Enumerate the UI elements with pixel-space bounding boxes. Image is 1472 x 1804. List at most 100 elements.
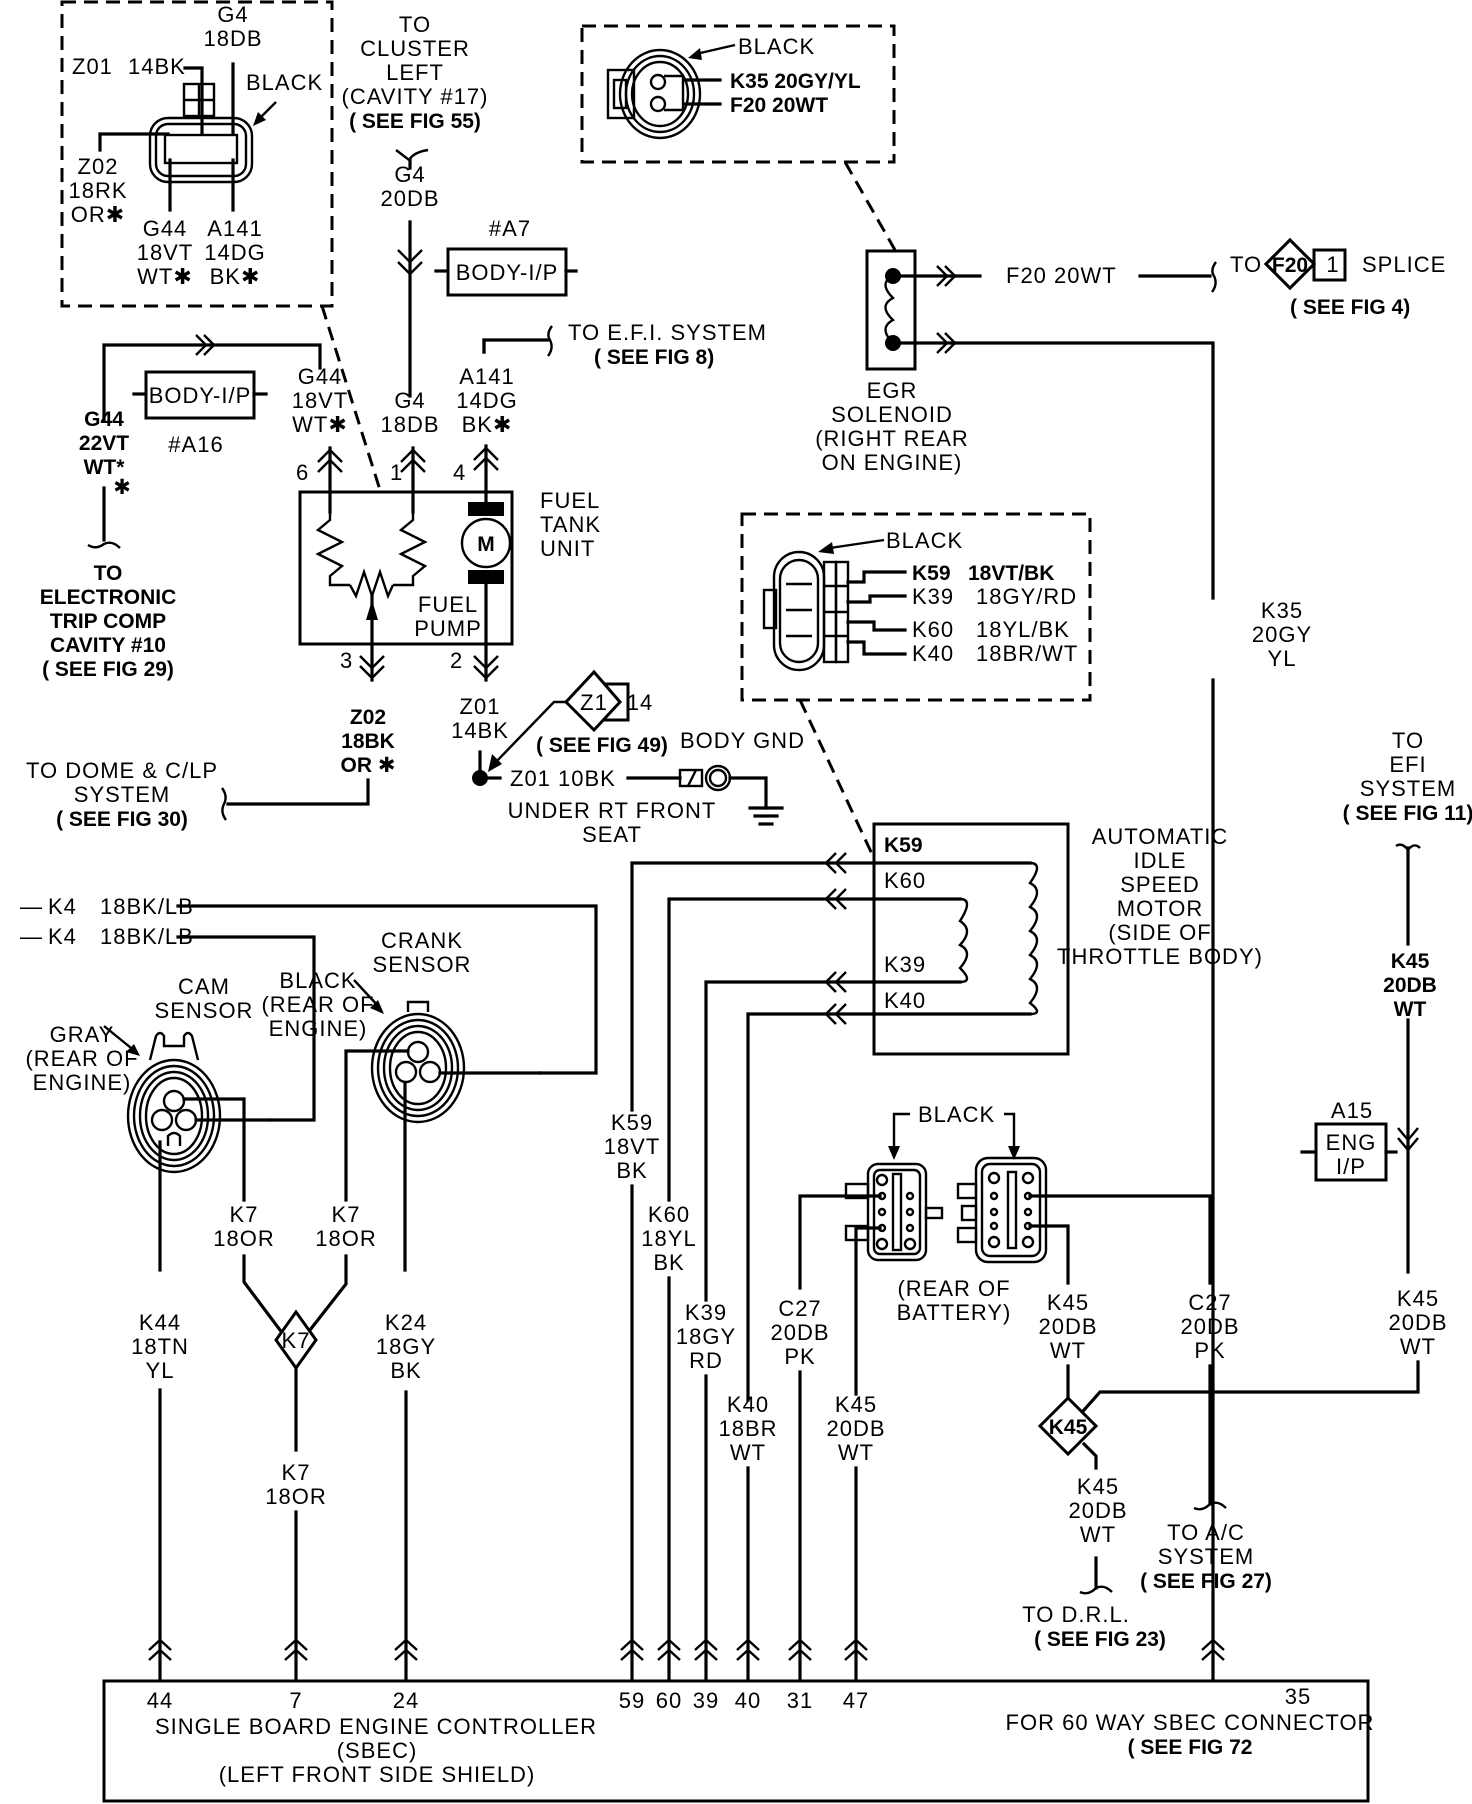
coil-icon — [958, 897, 969, 984]
c27-gauge: 20DB — [1180, 1314, 1239, 1339]
g4-gauge: 18DB — [380, 412, 439, 437]
efi-see-fig[interactable]: ( SEE FIG 11) — [1343, 802, 1472, 825]
k4-label: — — [20, 924, 43, 949]
k45-circuit: K45 — [1397, 1286, 1439, 1311]
k45-gauge: 20DB — [1388, 1310, 1447, 1335]
fuel-tank-unit[interactable]: 6 1 4 M FUEL PUMP FUEL TANK UNIT 3 2 — [296, 444, 601, 682]
ground-location: UNDER RT FRONT — [508, 798, 717, 823]
idle-motor-box[interactable] — [872, 822, 1070, 1056]
idle-motor-label: (SIDE OF — [1108, 920, 1211, 945]
g44-circuit: G44 — [143, 216, 188, 241]
k7-circuit: K7 — [332, 1202, 361, 1227]
fuel-pump-label: FUEL — [418, 592, 478, 617]
pin-3: 3 — [340, 648, 353, 673]
coil-icon — [884, 274, 896, 344]
arrow-head — [818, 542, 834, 554]
k24-circuit: K24 — [385, 1310, 427, 1335]
g44-circuit: G44 — [84, 408, 124, 431]
c27-circuit: C27 — [1188, 1290, 1231, 1315]
body-ip-box[interactable] — [144, 370, 256, 420]
egr-label: (RIGHT REAR — [815, 426, 969, 451]
g44-color: WT* — [84, 456, 126, 479]
k45-gauge: 20DB — [1038, 1314, 1097, 1339]
dome-reference[interactable]: TO DOME & C/LP SYSTEM ( SEE FIG 30) — [26, 758, 218, 831]
k35-color: YL — [1268, 646, 1297, 671]
efi-right-reference[interactable]: TO EFI SYSTEM ( SEE FIG 11) — [1343, 728, 1472, 825]
idle-motor-label: SPEED — [1120, 872, 1200, 897]
crank-sensor[interactable]: CRANK SENSOR BLACK (REAR OF ENGINE) — [261, 928, 471, 1124]
idle-pin-circuit: K60 — [912, 617, 954, 642]
fuel-tank-box[interactable] — [298, 490, 514, 646]
cluster-reference[interactable]: TO CLUSTER LEFT (CAVITY #17) ( SEE FIG 5… — [342, 12, 489, 211]
sbec-connector-label: FOR 60 WAY SBEC CONNECTOR — [1006, 1710, 1375, 1735]
splice-id: F20 — [1272, 254, 1308, 277]
sbec-pin: 24 — [393, 1688, 419, 1713]
sbec-pin: 44 — [147, 1688, 173, 1713]
housing-color: BLACK — [886, 528, 963, 553]
idle-motor-label: AUTOMATIC — [1092, 824, 1229, 849]
efi-line: EFI — [1389, 752, 1426, 777]
body-ip-a16[interactable]: BODY-I/P #A16 — [132, 370, 268, 457]
arrow-head — [370, 1000, 384, 1014]
sbec-pin: 40 — [735, 1688, 761, 1713]
k59-color: BK — [616, 1158, 647, 1183]
trip-comp-reference[interactable]: TO ELECTRONIC TRIP COMP CAVITY #10 ( SEE… — [40, 562, 177, 681]
body-ip-label: BODY-I/P — [456, 260, 559, 285]
egr-solenoid[interactable]: EGR SOLENOID (RIGHT REAR ON ENGINE) — [815, 249, 969, 475]
sbec-pin: 60 — [656, 1688, 682, 1713]
g44-color: WT✱ — [137, 264, 193, 289]
cam-label: CAM — [178, 974, 230, 999]
g44-color: WT✱ — [292, 412, 348, 437]
sbec-pin: 7 — [289, 1688, 302, 1713]
arrow-head — [688, 48, 702, 60]
k60-color: BK — [653, 1250, 684, 1275]
k45-gauge: 20DB — [826, 1416, 885, 1441]
eng-ip-box[interactable] — [1314, 1122, 1388, 1182]
efi-see-fig[interactable]: ( SEE FIG 8) — [594, 346, 714, 369]
ac-line: TO A/C — [1167, 1520, 1245, 1545]
idle-speed-motor[interactable]: K59 K60 K39 K40 AUTOMATIC IDLE SPEED MOT… — [872, 822, 1263, 1056]
sbec-see-fig[interactable]: ( SEE FIG 72 — [1128, 1736, 1253, 1759]
eng-ip-a15[interactable]: A15 ENG I/P — [1300, 1098, 1398, 1182]
cluster-line: CLUSTER — [360, 36, 470, 61]
cluster-see-fig[interactable]: ( SEE FIG 55) — [349, 110, 481, 133]
ac-reference[interactable]: TO A/C SYSTEM ( SEE FIG 27) — [1140, 1520, 1272, 1593]
g44-marker: ✱ — [113, 476, 131, 499]
f20-splice[interactable]: F20 1 — [1263, 237, 1347, 291]
inset-leader — [843, 161, 897, 251]
k4-circuit: K4 — [48, 894, 77, 919]
g4-gauge: 20DB — [380, 186, 439, 211]
a141-circuit: A141 — [459, 364, 514, 389]
crank-label: CRANK — [381, 928, 463, 953]
k7-splice[interactable]: K7 — [274, 1309, 318, 1371]
pin-4: 4 — [453, 460, 466, 485]
sbec-box[interactable] — [102, 1679, 1370, 1803]
k45-color: WT — [1394, 998, 1427, 1021]
dome-see-fig[interactable]: ( SEE FIG 30) — [56, 808, 188, 831]
ac-see-fig[interactable]: ( SEE FIG 27) — [1140, 1570, 1272, 1593]
cam-label: SENSOR — [155, 998, 254, 1023]
splice-see-fig[interactable]: ( SEE FIG 4) — [1290, 296, 1410, 319]
c27-gauge: 20DB — [770, 1320, 829, 1345]
coil-icon — [1028, 861, 1039, 1016]
arrow-head — [126, 1044, 140, 1056]
z1-splice[interactable]: Z1 14 — [563, 669, 653, 733]
trip-see-fig[interactable]: ( SEE FIG 29) — [42, 658, 174, 681]
drl-see-fig[interactable]: ( SEE FIG 23) — [1034, 1628, 1166, 1651]
splice-dot — [472, 770, 488, 786]
idle-pin-label: K39 — [884, 952, 926, 977]
z02-circuit: Z02 — [78, 154, 119, 179]
battery-connectors[interactable]: BLACK (REAR OF BATTERY) — [844, 1102, 1048, 1325]
k45-gauge: 20DB — [1068, 1498, 1127, 1523]
sbec-controller[interactable]: 44 7 24 59 60 39 40 31 47 35 SINGLE BOAR… — [102, 1679, 1375, 1803]
trip-line: ELECTRONIC — [40, 586, 177, 609]
body-ip-a7[interactable]: #A7 BODY-I/P — [434, 216, 578, 297]
splice-id: K45 — [1049, 1416, 1088, 1439]
z1-see-fig[interactable]: ( SEE FIG 49) — [536, 734, 668, 757]
wiper-arrow-icon — [366, 600, 378, 620]
k45-splice[interactable]: K45 — [1037, 1395, 1099, 1457]
cam-sensor[interactable]: CAM SENSOR GRAY (REAR OF ENGINE) — [25, 974, 254, 1174]
crank-color: BLACK — [279, 968, 356, 993]
drl-reference[interactable]: TO D.R.L. ( SEE FIG 23) — [1022, 1602, 1166, 1651]
g4-circuit: G4 — [394, 388, 425, 413]
